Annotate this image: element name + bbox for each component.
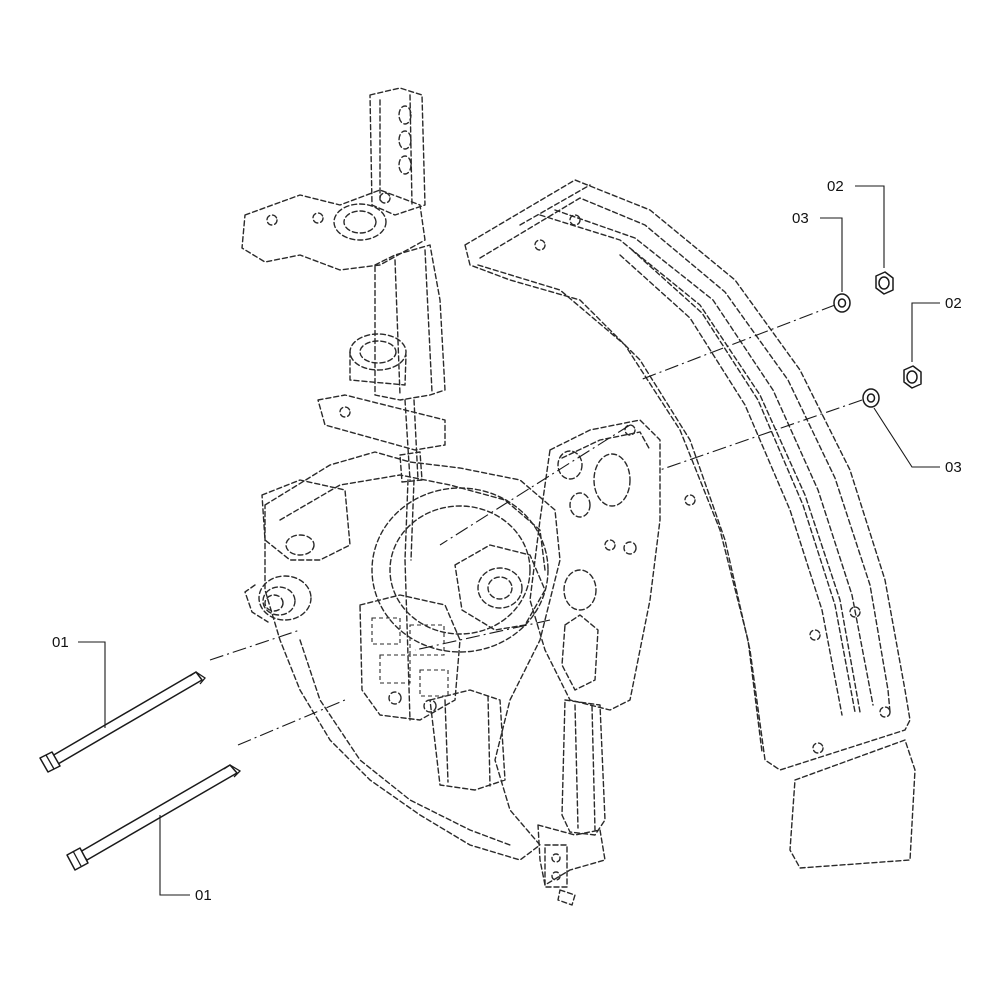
steering-arm bbox=[529, 419, 661, 906]
valve-block bbox=[359, 559, 461, 721]
callout-bolt-lower: 01 bbox=[159, 815, 212, 904]
washer-lower bbox=[862, 388, 880, 408]
callout-label: 02 bbox=[945, 295, 962, 312]
callout-label: 02 bbox=[827, 178, 844, 195]
callout-nut-upper: 02 bbox=[827, 178, 885, 268]
callout-washer-upper: 03 bbox=[792, 210, 843, 292]
callout-label: 03 bbox=[945, 459, 962, 476]
alignment-lines bbox=[209, 304, 863, 746]
nut-lower bbox=[903, 365, 922, 389]
fender bbox=[464, 179, 916, 869]
callout-washer-lower: 03 bbox=[873, 407, 962, 476]
washer-upper bbox=[833, 293, 851, 313]
callout-label: 03 bbox=[792, 210, 809, 227]
nut-upper bbox=[875, 271, 894, 295]
callout-label: 01 bbox=[52, 634, 69, 651]
steering-column-assembly bbox=[241, 87, 446, 561]
axle-housing bbox=[244, 451, 561, 861]
bolt-lower bbox=[66, 764, 242, 871]
callout-nut-lower: 02 bbox=[911, 295, 962, 362]
callout-bolt-upper: 01 bbox=[52, 634, 106, 728]
callout-label: 01 bbox=[195, 887, 212, 904]
bolt-upper bbox=[39, 671, 206, 773]
